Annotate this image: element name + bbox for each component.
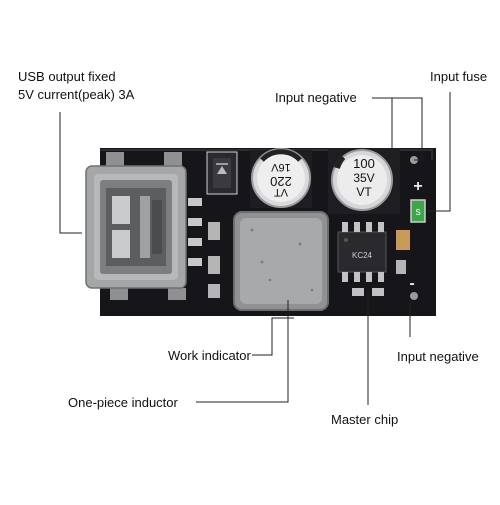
label-one-piece-inductor: One-piece inductor: [68, 395, 178, 410]
smd-resistor: [372, 288, 384, 296]
plus-sign: +: [413, 178, 422, 195]
smd-resistor: [352, 288, 364, 296]
label-master-chip: Master chip: [331, 412, 399, 427]
leader-input-negative-top: [372, 97, 423, 170]
usb-tab: [164, 152, 182, 166]
cap-large-series: VT: [356, 185, 372, 199]
label-input-negative-bottom: Input negative: [397, 349, 479, 364]
label-usb-output-line1: USB output fixed: [18, 69, 116, 84]
minus-sign: -: [409, 275, 414, 292]
pad-negative: [410, 292, 418, 300]
usb-tab: [110, 288, 128, 300]
chip-marking: KC24: [352, 251, 373, 260]
inductor: [233, 211, 329, 311]
capacitor-100uf: [328, 148, 400, 214]
capacitor-220uf: [250, 148, 312, 208]
cap-small-value: 220: [270, 174, 292, 189]
label-input-fuse: Input fuse: [430, 69, 488, 84]
cap-small-series: VT: [274, 186, 288, 198]
leader-one-piece-inductor: [196, 300, 289, 403]
label-input-negative-top: Input negative: [275, 90, 357, 105]
master-chip: [337, 222, 387, 282]
cap-large-value: 100: [353, 156, 375, 171]
leader-work-indicator: [252, 317, 294, 356]
fuse-marking: S: [415, 208, 420, 217]
cap-small-voltage: 16V: [271, 161, 291, 173]
smd-resistor: [396, 260, 406, 274]
leader-usb-output: [59, 112, 82, 234]
usb-tab: [168, 288, 186, 300]
usb-connector: [85, 165, 187, 289]
cap-large-voltage: 35V: [353, 171, 374, 185]
usb-tab: [106, 152, 124, 166]
leader-input-fuse: [427, 92, 451, 212]
leader-lines: [59, 92, 451, 405]
smd-components: [188, 198, 220, 298]
label-work-indicator: Work indicator: [168, 348, 251, 363]
smd-resistor: [396, 230, 410, 250]
label-usb-output-line2: 5V current(peak) 3A: [18, 87, 135, 102]
fuse: [410, 199, 426, 223]
